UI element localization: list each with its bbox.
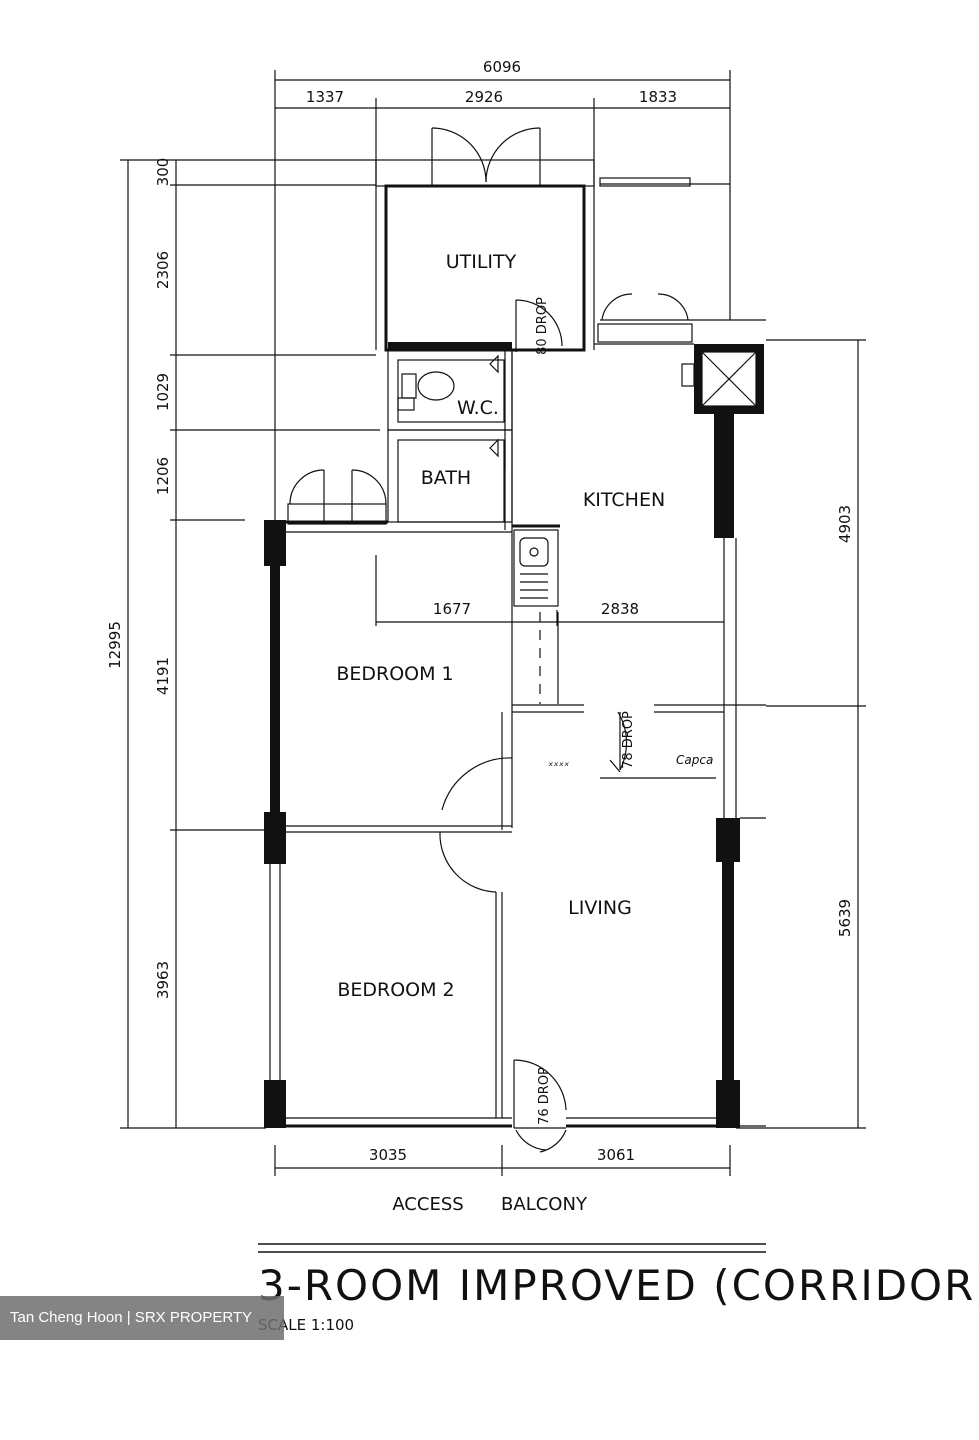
room-label-bedroom-1: BEDROOM 1: [336, 663, 453, 685]
dim-overall-width: 6096: [483, 58, 521, 76]
dim-left-height-4: 1206: [154, 457, 172, 495]
footer-access: ACCESS: [392, 1194, 463, 1215]
dim-top-width-3: 1833: [639, 88, 677, 106]
top-dimension-lines: [274, 70, 731, 520]
room-label-bedroom-2: BEDROOM 2: [337, 979, 454, 1001]
dim-left-height-6: 3963: [154, 961, 172, 999]
room-label-living: LIVING: [568, 897, 632, 919]
dim-left-height-2: 2306: [154, 251, 172, 289]
right-dimension-lines: [736, 339, 866, 1129]
dim-bottom-width-1: 3035: [369, 1146, 407, 1164]
drop-label-living: 78 DROP: [621, 711, 636, 769]
left-dimension-lines: [120, 159, 380, 1129]
plan-title: 3-ROOM IMPROVED (CORRIDOR): [258, 1261, 979, 1310]
room-label-kitchen: KITCHEN: [583, 489, 665, 511]
room-label-wc: W.C.: [457, 397, 499, 419]
handwritten-note-2: Сарса: [676, 753, 713, 767]
dim-right-height-1: 4903: [836, 505, 854, 543]
inner-dimension-lines: [375, 555, 724, 626]
dim-overall-height: 12995: [106, 621, 124, 669]
dim-bottom-width-2: 3061: [597, 1146, 635, 1164]
drop-label-entrance: 76 DROP: [537, 1067, 552, 1125]
dim-top-width-1: 1337: [306, 88, 344, 106]
dim-left-height-3: 1029: [154, 373, 172, 411]
handwritten-line: [600, 759, 716, 779]
dim-left-height-5: 4191: [154, 657, 172, 695]
dim-inner-width-2: 2838: [601, 600, 639, 618]
drop-label-utility: 80 DROP: [535, 297, 550, 355]
footer-balcony: BALCONY: [501, 1194, 588, 1215]
dim-top-width-2: 2926: [465, 88, 503, 106]
watermark: Tan Cheng Hoon | SRX PROPERTY: [0, 1296, 284, 1340]
doors: [289, 127, 689, 1153]
bottom-dimension-lines: [274, 1145, 731, 1176]
room-label-bath: BATH: [421, 467, 471, 489]
room-label-utility: UTILITY: [446, 251, 517, 273]
dim-left-height-1: 300: [154, 158, 172, 187]
handwritten-note-1: ˣˣˣˣ: [548, 759, 569, 773]
dim-inner-width-1: 1677: [433, 600, 471, 618]
dim-right-height-2: 5639: [836, 899, 854, 937]
